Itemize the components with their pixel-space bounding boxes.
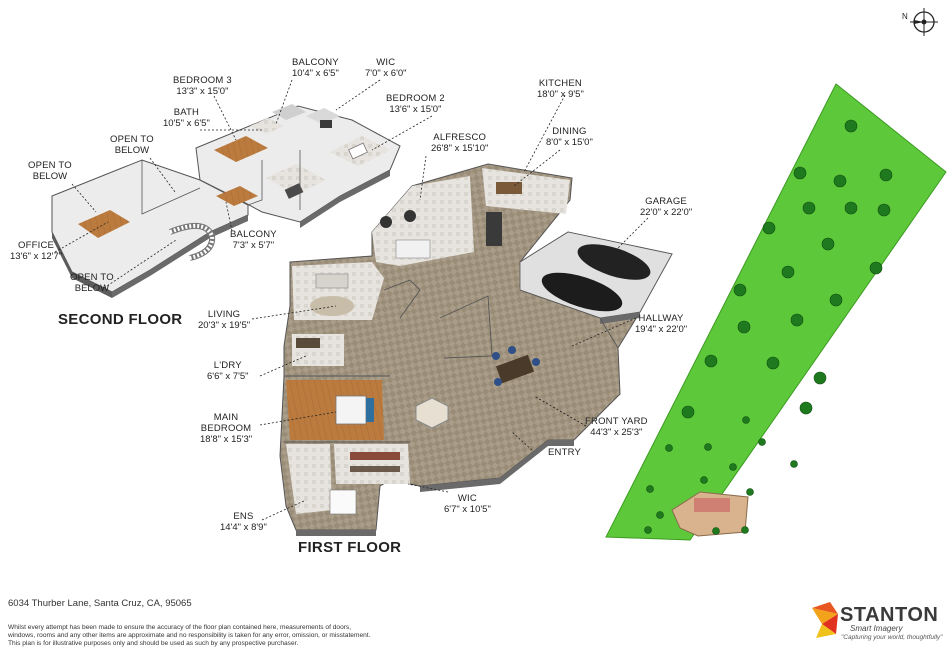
bedroom-center-floor bbox=[266, 164, 326, 194]
room-label-wic-top: WIC 7'0" x 6'0" bbox=[365, 57, 407, 79]
compass-north-label: N bbox=[902, 12, 908, 21]
tree-icon bbox=[746, 488, 754, 496]
tree-icon bbox=[704, 354, 718, 368]
sofa bbox=[315, 273, 349, 289]
balcony-mid-floor bbox=[216, 186, 258, 206]
room-label-open-below-1: OPEN TO BELOW bbox=[110, 134, 154, 156]
room-label-open-below-2: OPEN TO BELOW bbox=[28, 160, 72, 182]
tree-icon bbox=[844, 119, 858, 133]
room-label-entry: ENTRY bbox=[548, 447, 582, 458]
bed bbox=[335, 395, 367, 425]
disclaimer-line: Whilst every attempt has been made to en… bbox=[8, 624, 352, 631]
tree-icon bbox=[742, 416, 750, 424]
room-label-ens: ENS 14'4" x 8'9" bbox=[220, 511, 267, 533]
room-label-main-bedroom: MAIN BEDROOM 18'8" x 15'3" bbox=[200, 412, 253, 445]
tree-icon bbox=[869, 261, 883, 275]
tree-icon bbox=[829, 293, 843, 307]
room-label-dining: DINING 8'0" x 15'0" bbox=[546, 126, 593, 148]
tree-icon bbox=[712, 527, 720, 535]
wic-bottom-floor bbox=[334, 444, 410, 484]
tree-icon bbox=[644, 526, 652, 534]
room-label-kitchen: KITCHEN 18'0" x 9'5" bbox=[537, 78, 584, 100]
tree-icon bbox=[821, 237, 835, 251]
stanton-logo-icon bbox=[812, 602, 838, 638]
logo-subtitle: Smart Imagery bbox=[850, 624, 903, 633]
ensuite-floor bbox=[286, 444, 332, 514]
disclaimer-line: This plan is for illustrative purposes o… bbox=[8, 640, 299, 647]
outdoor-table bbox=[395, 239, 431, 259]
kitchen-island bbox=[486, 212, 502, 246]
tree-icon bbox=[879, 168, 893, 182]
tree-icon bbox=[833, 174, 847, 188]
tree-icon bbox=[799, 401, 813, 415]
compass-icon bbox=[910, 8, 938, 36]
bedroom3-floor bbox=[214, 136, 268, 162]
bed bbox=[348, 142, 368, 160]
car bbox=[541, 272, 623, 312]
room-label-open-below-3: OPEN TO BELOW bbox=[70, 272, 114, 294]
tree-icon bbox=[681, 405, 695, 419]
room-label-balcony-mid: BALCONY 7'3" x 5'7" bbox=[230, 229, 277, 251]
property-address: 6034 Thurber Lane, Santa Cruz, CA, 95065 bbox=[8, 598, 192, 609]
site-house-roof bbox=[694, 498, 730, 512]
tree-icon bbox=[793, 166, 807, 180]
tree-icon bbox=[802, 201, 816, 215]
room-label-bedroom3: BEDROOM 3 13'3" x 15'0" bbox=[173, 75, 232, 97]
tree-icon bbox=[844, 201, 858, 215]
kitchen-floor bbox=[482, 168, 570, 214]
logo-name: STANTON bbox=[840, 604, 939, 626]
site-plan bbox=[605, 83, 947, 541]
wic-top-floor bbox=[306, 108, 340, 124]
tree-icon bbox=[758, 438, 766, 446]
room-label-wic-bottom: WIC 6'7" x 10'5" bbox=[444, 493, 491, 515]
leader-lines bbox=[54, 79, 649, 521]
second-floor-title: SECOND FLOOR bbox=[58, 311, 183, 328]
tree-icon bbox=[646, 485, 654, 493]
tree-icon bbox=[762, 221, 776, 235]
bed bbox=[284, 183, 304, 199]
tree-icon bbox=[741, 526, 749, 534]
trees bbox=[644, 119, 893, 535]
tree-icon bbox=[704, 443, 712, 451]
tree-icon bbox=[729, 463, 737, 471]
room-label-laundry: L'DRY 6'6" x 7'5" bbox=[207, 360, 249, 382]
front-yard-feature bbox=[415, 397, 449, 429]
logo-tagline: "Capturing your world, thoughtfully" bbox=[841, 634, 943, 641]
tree-icon bbox=[656, 511, 664, 519]
tree-icon bbox=[766, 356, 780, 370]
room-label-office: OFFICE 13'6" x 12'7" bbox=[10, 240, 63, 262]
tree-icon bbox=[790, 313, 804, 327]
tree-icon bbox=[733, 283, 747, 297]
room-label-balcony-top: BALCONY 10'4" x 6'5" bbox=[292, 57, 339, 79]
tree-icon bbox=[737, 320, 751, 334]
tree-icon bbox=[665, 444, 673, 452]
rug bbox=[310, 296, 354, 316]
room-label-alfresco: ALFRESCO 26'8" x 15'10" bbox=[431, 132, 489, 154]
dining-table bbox=[495, 354, 535, 384]
room-label-bath: BATH 10'5" x 6'5" bbox=[163, 107, 210, 129]
room-label-living: LIVING 20'3" x 19'5" bbox=[198, 309, 251, 331]
room-label-hallway: HALLWAY 19'4" x 22'0" bbox=[635, 313, 688, 335]
dining-table bbox=[496, 182, 522, 194]
tree-icon bbox=[781, 265, 795, 279]
room-label-front-yard: FRONT YARD 44'3" x 25'3" bbox=[585, 416, 648, 438]
bath-floor bbox=[250, 118, 284, 134]
disclaimer-line: windows, rooms and any other items are a… bbox=[8, 632, 371, 639]
first-floor-title: FIRST FLOOR bbox=[298, 539, 402, 556]
room-label-garage: GARAGE 22'0" x 22'0" bbox=[640, 196, 693, 218]
tree-icon bbox=[700, 476, 708, 484]
tree-icon bbox=[877, 203, 891, 217]
balcony-top-floor bbox=[272, 104, 306, 120]
main-bedroom-floor bbox=[286, 380, 384, 440]
room-label-bedroom2: BEDROOM 2 13'6" x 15'0" bbox=[386, 93, 445, 115]
tree-icon bbox=[790, 460, 798, 468]
lawn-area bbox=[605, 83, 947, 541]
tree-icon bbox=[813, 371, 827, 385]
car bbox=[577, 244, 651, 280]
second-floor-plan bbox=[51, 104, 401, 298]
disclaimer: Whilst every attempt has been made to en… bbox=[8, 624, 428, 648]
first-floor-plan bbox=[279, 163, 673, 536]
